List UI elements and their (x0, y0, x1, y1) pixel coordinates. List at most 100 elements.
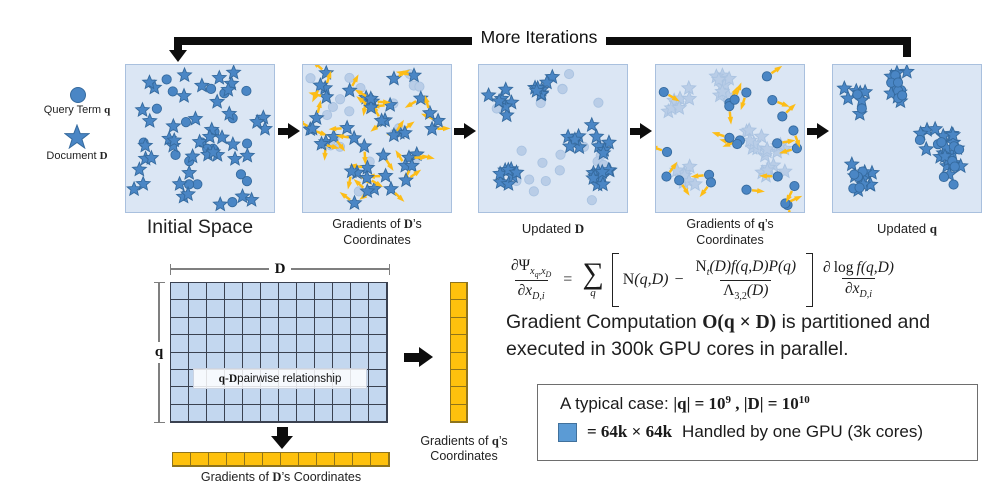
document-star-marker (377, 167, 394, 183)
document-star-marker (583, 116, 600, 132)
gradient-arrowhead-icon (788, 103, 796, 111)
matrix-cell (189, 404, 207, 422)
query-circle-marker (954, 144, 965, 155)
document-star-marker (759, 140, 776, 157)
query-circle-marker (540, 175, 551, 187)
loop-arrow-line-right (606, 37, 911, 45)
query-circle-marker (897, 90, 908, 101)
document-star-marker (341, 82, 358, 98)
query-circle-marker (524, 174, 535, 185)
col-vector-label: Gradients of q’s Coordinates (420, 434, 508, 463)
gradient-arrowhead-icon (671, 95, 680, 102)
q-gradient-cell (451, 369, 467, 388)
document-star-marker (595, 144, 612, 161)
query-circle-marker (344, 72, 355, 84)
matrix-cell (351, 283, 369, 301)
matrix-cell (279, 404, 297, 422)
gradient-arrowhead-icon (382, 99, 391, 105)
matrix-cell (261, 404, 279, 422)
gradient-arrowhead-icon (352, 74, 359, 83)
matrix-cell (261, 300, 279, 318)
document-star-marker (382, 180, 400, 196)
gradient-arrowhead-icon (397, 194, 405, 202)
query-circle-marker (732, 138, 743, 150)
document-star-marker (234, 187, 251, 204)
matrix-cell (171, 387, 189, 405)
document-star-marker (225, 65, 242, 80)
q-gradients-vector (450, 282, 468, 423)
document-star-marker (927, 120, 944, 137)
q-gradient-cell (451, 404, 467, 422)
document-star-marker (594, 163, 611, 180)
q-dimension-label: q (154, 344, 164, 360)
query-circle-marker (761, 71, 772, 82)
q-gradient-cell (451, 283, 467, 301)
matrix-cell (297, 404, 315, 422)
legend-document-symbol: D (99, 150, 108, 162)
q-gradient-cell (451, 300, 467, 318)
matrix-cell (279, 317, 297, 336)
query-circle-marker (170, 149, 181, 160)
panel-gradients-of-q (655, 64, 805, 213)
query-circle-marker (767, 95, 778, 106)
query-circle-marker (856, 103, 867, 114)
gradient-arrowhead-icon (785, 194, 792, 203)
gradient-arrowhead-icon (442, 125, 451, 132)
query-circle-marker (241, 176, 253, 187)
query-circle-marker (780, 198, 791, 209)
document-star-marker (209, 93, 226, 109)
panel-label-gradients-of-d: Gradients of D’s Coordinates (332, 217, 422, 247)
document-star-marker (561, 138, 578, 154)
gpu-block-icon (558, 422, 577, 442)
gradient-arrowhead-icon (316, 100, 322, 109)
document-star-marker (398, 171, 415, 188)
document-star-marker (339, 119, 356, 135)
loop-arrow-line-left (174, 37, 472, 45)
d-gradient-cell (299, 453, 317, 466)
document-star-marker (171, 175, 188, 191)
query-circle-marker (658, 86, 669, 98)
query-circle-marker (327, 101, 338, 113)
matrix-cell (351, 387, 369, 405)
gradient-arrowhead-icon (314, 65, 319, 68)
document-star-marker (214, 129, 230, 145)
matrix-cell (171, 300, 189, 318)
query-circle-marker (537, 157, 548, 168)
matrix-cell (297, 300, 315, 318)
document-star-marker (346, 129, 363, 146)
query-circle-marker (227, 197, 238, 208)
d-gradient-cell (281, 453, 299, 466)
query-circle-marker (661, 171, 672, 182)
d-gradient-cell (245, 453, 263, 466)
query-circle-marker (849, 169, 860, 180)
d-gradient-cell (173, 453, 191, 466)
document-star-marker (239, 147, 256, 163)
matrix-cell (333, 335, 351, 353)
panel-updated-q (832, 64, 982, 213)
panel-label-gradients-of-q: Gradients of q’s Coordinates (686, 217, 774, 247)
typical-case-line1: A typical case: |q| = 109 , |D| = 1010 (560, 394, 810, 413)
matrix-cell (225, 300, 243, 318)
document-star-marker (680, 79, 697, 96)
gradient-arrowhead-icon (370, 124, 379, 132)
document-star-marker (243, 191, 260, 207)
query-circle-marker (321, 109, 333, 121)
panel-updated-d (478, 64, 628, 213)
document-star-marker (588, 128, 605, 144)
query-circle-marker (151, 103, 162, 114)
document-star-marker (753, 128, 770, 144)
d-dimension-label: D (274, 260, 286, 277)
matrix-cell (261, 387, 279, 405)
document-star-marker (594, 175, 611, 192)
gradient-arrowhead-icon (731, 86, 738, 95)
gradient-arrowhead-icon (404, 101, 413, 108)
document-star-marker (205, 143, 222, 160)
d-gradient-cell (371, 453, 389, 466)
document-star-marker (141, 112, 158, 128)
matrix-cell (279, 387, 297, 405)
document-star-marker (359, 182, 376, 199)
document-star-marker (944, 126, 962, 142)
matrix-cell (279, 283, 297, 301)
document-star-marker (710, 71, 727, 87)
